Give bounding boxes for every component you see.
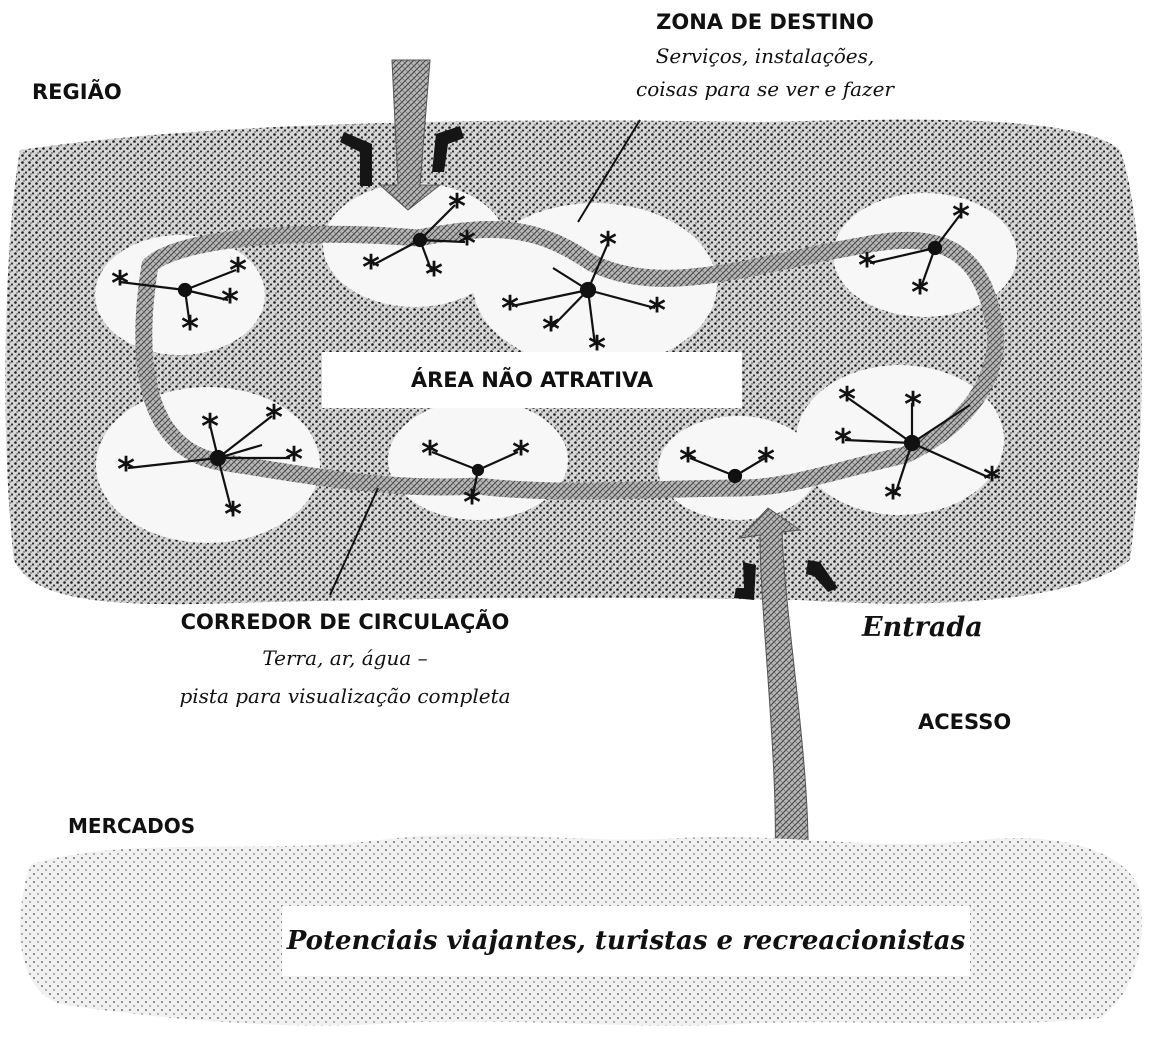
access-gate-left [734, 562, 756, 600]
mercados-label: MERCADOS [68, 814, 196, 838]
corredor-title: CORREDOR DE CIRCULAÇÃO [180, 610, 510, 634]
asterisk: * [463, 483, 481, 523]
asterisk: * [181, 309, 199, 349]
asterisk: * [679, 441, 697, 481]
asterisk: * [884, 478, 902, 518]
area-nao-atrativa-label: ÁREA NÃO ATRATIVA [410, 368, 654, 392]
asterisk: * [448, 187, 466, 227]
asterisk: * [599, 225, 617, 265]
asterisk: * [229, 251, 247, 291]
asterisk: * [224, 495, 242, 535]
asterisk: * [362, 248, 380, 288]
asterisk: * [425, 255, 443, 295]
destino-leader-line [577, 119, 641, 223]
corredor-line1: Terra, ar, água – [262, 646, 428, 670]
potenciais-label: Potenciais viajantes, turistas e recreac… [286, 926, 966, 956]
hub-4 [869, 214, 961, 291]
hub-6 [431, 450, 519, 501]
gate-mark-left [340, 132, 372, 186]
asterisk: * [501, 289, 519, 329]
asterisk: * [648, 291, 666, 331]
asterisk: * [983, 460, 1001, 500]
zone-4 [833, 193, 1017, 317]
asterisk: * [952, 197, 970, 237]
circulation-corridor [135, 221, 1004, 500]
zona-destino-title: ZONA DE DESTINO [656, 10, 874, 34]
hub-7 [689, 456, 766, 484]
asterisk: * [911, 273, 929, 313]
top-entry-arrow [378, 59, 442, 211]
asterisk: * [838, 380, 856, 420]
area-nao-atrativa-box: ÁREA NÃO ATRATIVA [322, 352, 742, 408]
asterisk: * [285, 440, 303, 480]
hub-1 [119, 268, 237, 327]
asterisk: * [834, 422, 852, 462]
access-gate-right [806, 560, 838, 592]
asterisk: * [421, 434, 439, 474]
asterisk: * [458, 224, 476, 264]
asterisk: * [221, 282, 239, 322]
hub-2 [372, 204, 466, 273]
attraction-hubs [119, 204, 991, 513]
zona-destino-line1: Serviços, instalações, [655, 44, 875, 68]
corredor-leader-line [329, 487, 379, 596]
asterisk: * [542, 310, 560, 350]
access-arrow [738, 507, 809, 863]
hub-3 [511, 242, 656, 346]
asterisk: * [201, 407, 219, 447]
corredor-line2: pista para visualização completa [179, 684, 511, 708]
hub-8 [844, 397, 991, 496]
zona-destino-line2: coisas para se ver e fazer [636, 77, 894, 101]
attraction-asterisks: * * * * * * * * * * * * * * * * * * * * … [111, 187, 1001, 535]
asterisk: * [265, 398, 283, 438]
regiao-label: REGIÃO [32, 80, 122, 104]
hub-5 [127, 415, 290, 513]
asterisk: * [512, 434, 530, 474]
asterisk: * [858, 246, 876, 286]
acesso-label: ACESSO [918, 710, 1012, 734]
gate-mark-right [432, 126, 464, 172]
asterisk: * [117, 450, 135, 490]
potenciais-box: Potenciais viajantes, turistas e recreac… [282, 906, 970, 976]
asterisk: * [904, 385, 922, 425]
asterisk: * [111, 264, 129, 304]
zone-3 [473, 203, 717, 367]
asterisk: * [757, 441, 775, 481]
entrada-label: Entrada [862, 612, 983, 643]
